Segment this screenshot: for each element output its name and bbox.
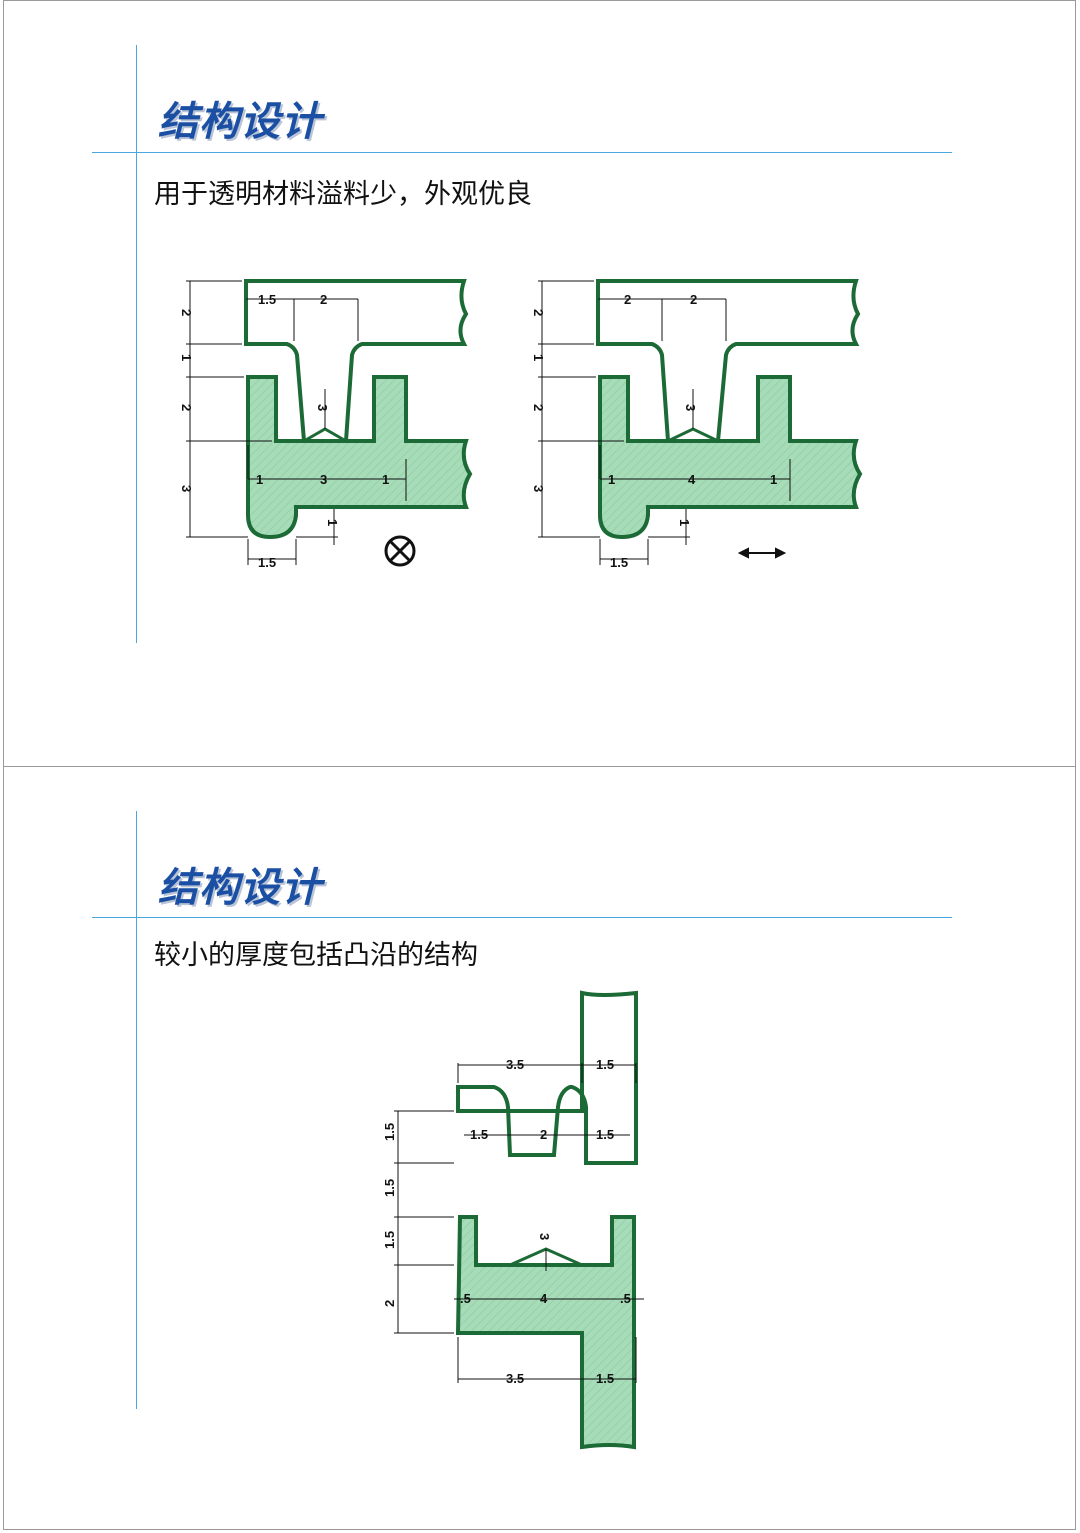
dim-left-gap: 1 [179, 354, 194, 361]
upper-part [596, 279, 861, 443]
dim-top-b: 2 [690, 292, 697, 307]
upper-part [244, 279, 469, 443]
crossed-circle-icon [384, 535, 416, 567]
horizontal-rule [92, 917, 952, 918]
dim-left-mid: 2 [179, 404, 194, 411]
dim-l4: 2 [382, 1300, 397, 1307]
slide-1: 结构设计 用于透明材料溢料少，外观优良 [3, 0, 1076, 767]
dim-left-mid: 2 [531, 404, 546, 411]
flange-joint-figure: 3.5 1.5 1.5 2 1.5 3 1.5 1.5 1.5 2 .5 4 .… [382, 990, 644, 1450]
dim-top-b: 2 [320, 292, 327, 307]
dim-mid-c: 1.5 [596, 1127, 614, 1142]
dim-v-height: 3 [315, 404, 330, 411]
dim-bot-c: 1 [382, 472, 389, 487]
horizontal-rule [92, 152, 952, 153]
dim-mid-a: 1.5 [470, 1127, 488, 1142]
double-arrow-icon [737, 547, 787, 559]
dim-left-top: 2 [531, 309, 546, 316]
dim-row-b: 4 [540, 1291, 548, 1306]
dim-top-b: 1.5 [596, 1057, 614, 1072]
dim-lip-w: 1.5 [258, 555, 276, 570]
dim-l2: 1.5 [382, 1179, 397, 1197]
dim-lip-h: 1 [677, 519, 692, 526]
dim-bot-b: 4 [688, 472, 696, 487]
dim-bot-b: 3 [320, 472, 327, 487]
dim-lip-w: 1.5 [610, 555, 628, 570]
dim-row-c: .5 [620, 1291, 631, 1306]
dim-bot-c: 1 [770, 472, 777, 487]
lower-part [455, 1215, 636, 1450]
dim-bot-a: 1 [608, 472, 615, 487]
rejected-joint-figure: 1.5 2 2 1 2 3 3 1 3 1 1 1.5 [179, 279, 473, 570]
approved-joint-figure: 2 2 2 1 2 3 3 1 4 1 1 1.5 [531, 279, 863, 570]
slide-2: 结构设计 较小的厚度包括凸沿的结构 3.5 1.5 [3, 766, 1076, 1530]
slide-title: 结构设计 [158, 99, 322, 145]
dim-bot-a: 3.5 [506, 1371, 524, 1386]
upper-part [456, 990, 638, 1165]
vertical-rule [136, 811, 137, 1409]
dim-left-top: 2 [179, 309, 194, 316]
lower-part [598, 375, 863, 540]
dim-l1: 1.5 [382, 1123, 397, 1141]
lower-part [246, 375, 473, 540]
dim-left-bot: 3 [179, 485, 194, 492]
dim-top-a: 1.5 [258, 292, 276, 307]
slide-title: 结构设计 [158, 865, 322, 911]
dim-mid-b: 2 [540, 1127, 547, 1142]
dim-lip-h: 1 [325, 519, 340, 526]
dim-v-height: 3 [537, 1233, 552, 1240]
dim-bot-a: 1 [256, 472, 263, 487]
dim-left-bot: 3 [531, 485, 546, 492]
dim-top-a: 2 [624, 292, 631, 307]
dim-v-height: 3 [683, 404, 698, 411]
vertical-rule [136, 45, 137, 643]
dim-left-gap: 1 [531, 354, 546, 361]
slide-subtitle: 较小的厚度包括凸沿的结构 [154, 940, 478, 971]
dim-bot-b: 1.5 [596, 1371, 614, 1386]
dim-l3: 1.5 [382, 1231, 397, 1249]
dim-top-a: 3.5 [506, 1057, 524, 1072]
dim-row-a: .5 [460, 1291, 471, 1306]
slide-subtitle: 用于透明材料溢料少，外观优良 [154, 179, 532, 210]
